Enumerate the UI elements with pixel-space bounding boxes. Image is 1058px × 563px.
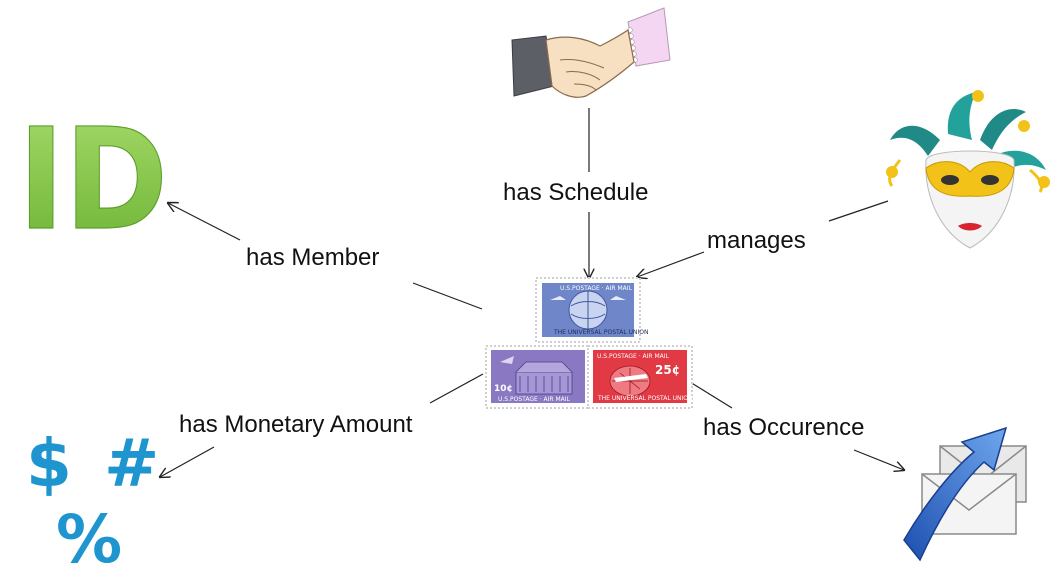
svg-text:ID: ID bbox=[18, 99, 168, 262]
svg-text:10¢: 10¢ bbox=[494, 384, 513, 394]
hash-icon: # bbox=[104, 425, 159, 502]
svg-text:U.S.POSTAGE · AIR MAIL: U.S.POSTAGE · AIR MAIL bbox=[597, 353, 670, 360]
svg-text:U.S.POSTAGE · AIR MAIL: U.S.POSTAGE · AIR MAIL bbox=[560, 285, 633, 292]
svg-text:U.S.POSTAGE · AIR MAIL: U.S.POSTAGE · AIR MAIL bbox=[498, 396, 571, 403]
svg-text:THE UNIVERSAL POSTAL UNION: THE UNIVERSAL POSTAL UNION bbox=[597, 395, 692, 402]
edge-label-manages: manages bbox=[707, 227, 806, 254]
id-logo: ID bbox=[17, 98, 168, 262]
dollar-icon: $ bbox=[26, 425, 72, 502]
connector-manages bbox=[637, 200, 889, 277]
edge-label-has-schedule: has Schedule bbox=[503, 179, 648, 206]
handshake-icon bbox=[511, 7, 671, 98]
svg-text:25¢: 25¢ bbox=[655, 363, 680, 377]
email-arrow-icon bbox=[903, 426, 1027, 562]
edge-label-has-monetary-amount: has Monetary Amount bbox=[179, 411, 413, 438]
percent-icon: % bbox=[56, 501, 122, 563]
connector-has-occurence bbox=[689, 381, 904, 470]
stamp-purple: 10¢ U.S.POSTAGE · AIR MAIL bbox=[485, 345, 591, 409]
edge-label-has-member: has Member bbox=[246, 244, 379, 271]
jester-mask-icon bbox=[886, 90, 1050, 249]
connector-has-monetary-amount bbox=[160, 373, 484, 477]
edge-label-has-occurence: has Occurence bbox=[703, 414, 864, 441]
symbols-icon: $ # % bbox=[26, 425, 159, 563]
connector-has-member bbox=[168, 203, 483, 310]
stamp-red: U.S.POSTAGE · AIR MAIL 25¢ THE UNIVERSAL… bbox=[587, 345, 693, 409]
svg-text:THE UNIVERSAL POSTAL UNION: THE UNIVERSAL POSTAL UNION bbox=[553, 329, 648, 336]
stamp-blue: U.S.POSTAGE · AIR MAIL THE UNIVERSAL POS… bbox=[535, 277, 648, 343]
